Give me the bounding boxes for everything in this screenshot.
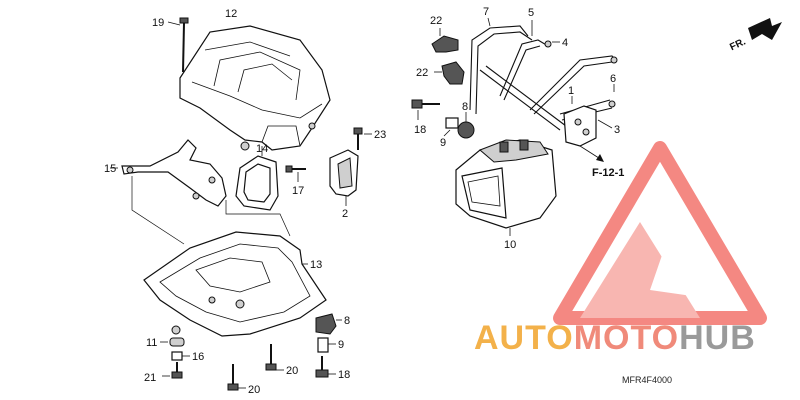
label-18b: 18 (338, 369, 350, 381)
damper-8b (315, 313, 342, 335)
upper-cover (179, 25, 331, 151)
label-12: 12 (225, 8, 237, 20)
label-9a: 9 (440, 137, 446, 149)
label-17: 17 (292, 185, 304, 197)
label-13: 13 (310, 259, 322, 271)
bolt-17 (285, 165, 306, 182)
watermark-auto: AUTO (474, 319, 574, 357)
bolt-20a (227, 364, 246, 391)
gasket-14 (235, 146, 279, 211)
bracket-2 (329, 149, 359, 206)
abs-modulator-10 (455, 139, 557, 236)
collar-16 (171, 351, 190, 361)
grommet-11 (160, 337, 185, 347)
tray-13 (131, 176, 327, 337)
clip-22b (434, 61, 465, 85)
label-9b: 9 (338, 339, 344, 351)
label-8b: 8 (344, 315, 350, 327)
watermark-logo (553, 141, 767, 325)
bolt-18a (411, 99, 440, 120)
joint-1 (563, 96, 613, 147)
label-22b: 22 (416, 67, 428, 79)
fr-arrow (748, 18, 782, 40)
damper-8a (457, 112, 475, 139)
watermark-text: AUTOMOTOHUB (474, 319, 756, 357)
label-22a: 22 (430, 15, 442, 27)
collar-9a (443, 117, 459, 137)
bracket-15 (110, 139, 227, 207)
ref-arrow (579, 145, 604, 162)
clip-22a (431, 28, 459, 53)
label-18a: 18 (414, 124, 426, 136)
bolt-18b (315, 356, 336, 378)
bolt-19 (167, 17, 189, 73)
label-6: 6 (610, 73, 616, 85)
label-1: 1 (568, 85, 574, 97)
brake-pipes (469, 17, 618, 131)
label-11: 11 (146, 337, 157, 349)
direction-label: FR. (728, 36, 747, 53)
reference-label: F-12-1 (592, 167, 624, 179)
label-10: 10 (504, 239, 516, 251)
bolt-23 (353, 127, 372, 150)
watermark-hub: HUB (679, 319, 756, 357)
label-7: 7 (483, 6, 489, 18)
diagram-code: MFR4F4000 (622, 375, 672, 385)
label-20a: 20 (248, 384, 260, 396)
label-8a: 8 (462, 101, 468, 113)
bolt-20b (265, 344, 284, 371)
label-20b: 20 (286, 365, 298, 377)
label-19: 19 (152, 17, 164, 29)
collar-9b (317, 337, 336, 353)
label-15: 15 (104, 163, 116, 175)
label-2: 2 (342, 208, 348, 220)
label-4: 4 (562, 37, 568, 49)
label-21: 21 (144, 372, 156, 384)
bolt-21 (162, 362, 183, 379)
label-16: 16 (192, 351, 204, 363)
watermark-moto: MOTO (574, 319, 679, 357)
label-14: 14 (256, 143, 268, 155)
label-5: 5 (528, 7, 534, 19)
label-23: 23 (374, 129, 386, 141)
label-3: 3 (614, 124, 620, 136)
